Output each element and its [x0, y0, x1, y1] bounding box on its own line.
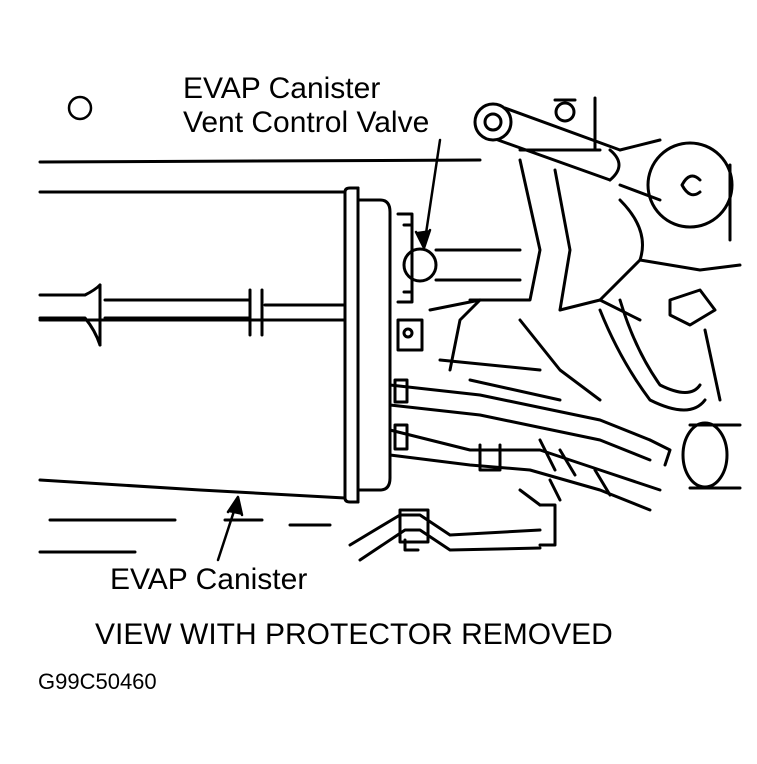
vent-valve-arrowhead — [414, 228, 432, 250]
figure-caption: VIEW WITH PROTECTOR REMOVED — [95, 618, 613, 651]
canister-leader — [216, 503, 238, 562]
canister-arrowhead — [226, 495, 244, 517]
lower-pipe — [348, 478, 562, 562]
vent-hose — [473, 96, 662, 202]
hoses — [388, 378, 742, 512]
vent-valve-label-line1: EVAP Canister — [183, 72, 381, 105]
leader-arrows — [216, 138, 442, 562]
side-component — [598, 141, 742, 412]
mounting-bracket — [428, 158, 642, 402]
vent-valve-label-line2: Vent Control Valve — [183, 106, 430, 139]
canister-label: EVAP Canister — [110, 563, 308, 596]
reference-hole — [67, 95, 93, 121]
vent-control-valve — [396, 212, 522, 352]
canister-body — [38, 186, 392, 504]
vent-valve-leader — [423, 138, 442, 242]
figure-code: G99C50460 — [38, 669, 157, 694]
frame-lines — [38, 148, 602, 554]
